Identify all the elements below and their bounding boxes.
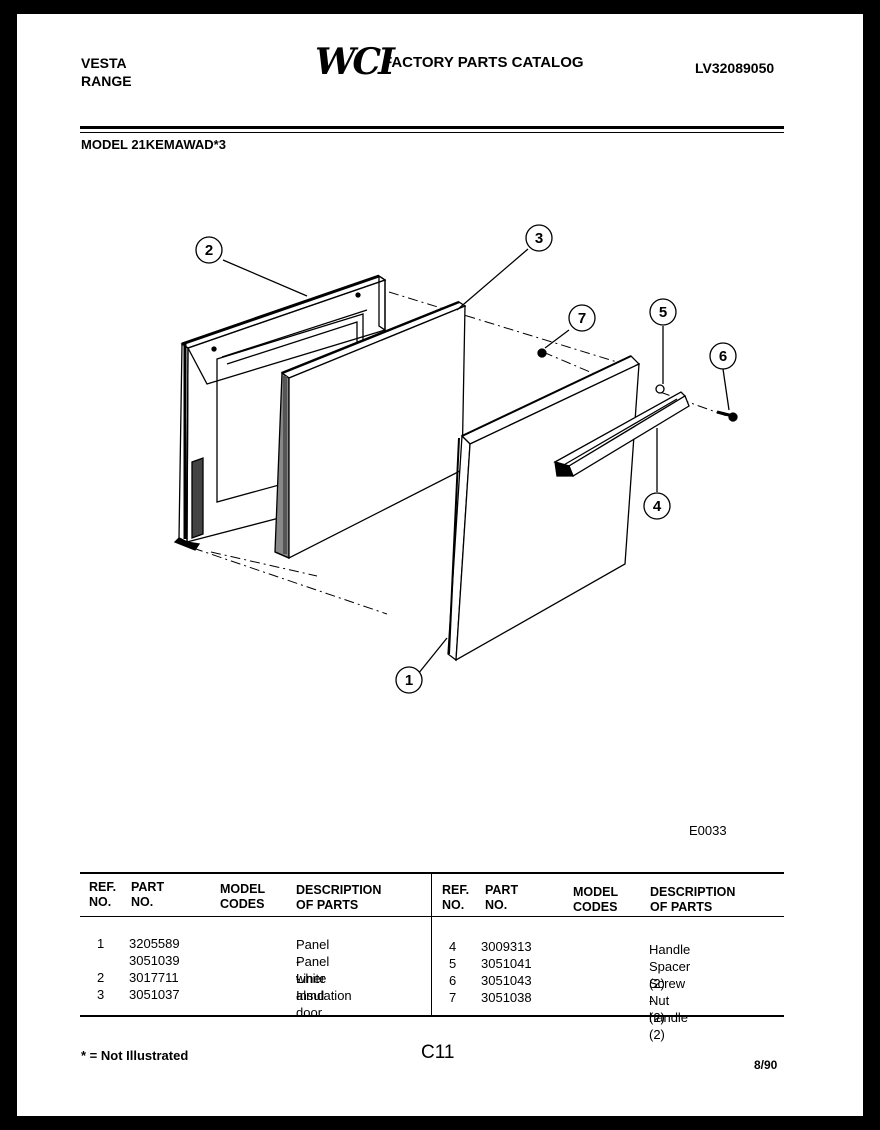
- not-illustrated-note: * = Not Illustrated: [81, 1048, 189, 1063]
- callout-1-circle: [395, 666, 423, 694]
- table-cell-desc: Panel - almd: [296, 954, 330, 1003]
- table-cell-desc: Panel - white: [296, 937, 330, 986]
- table-cell-desc: Nut (2): [649, 993, 670, 1025]
- table-cell-ref: 2: [97, 970, 105, 985]
- table-cell-desc: Spacer (2): [649, 959, 691, 991]
- header-ref-no-left: REF. NO.: [89, 880, 117, 909]
- callout-5-circle: [649, 298, 677, 326]
- table-bottom-rule: [80, 1015, 784, 1017]
- insulation-drawing: [274, 300, 467, 560]
- header-part-no-left: PART NO.: [131, 880, 165, 909]
- table-cell-part: 3017711: [129, 970, 179, 985]
- wci-logo: WCI: [315, 41, 395, 83]
- header-description-right: DESCRIPTION OF PARTS: [650, 885, 736, 914]
- page-code: C11: [421, 1042, 455, 1063]
- catalog-title: FACTORY PARTS CATALOG: [383, 54, 584, 71]
- handle-drawing: [553, 391, 690, 477]
- callout-7-circle: [568, 304, 596, 332]
- table-header-rule: [80, 916, 784, 917]
- table-cell-desc: Screw - handle (2): [649, 976, 689, 1042]
- table-divider: [431, 872, 432, 1016]
- table-cell-part: 3051038: [481, 990, 532, 1005]
- catalog-number: LV32089050: [695, 60, 775, 76]
- print-date: 8/90: [754, 1058, 778, 1072]
- table-cell-desc: Insulation: [296, 988, 352, 1003]
- callout-5-label: 5: [659, 304, 667, 321]
- table-cell-ref: 5: [449, 956, 457, 971]
- table-cell-part: 3009313: [481, 939, 532, 954]
- table-cell-part: 3205589: [129, 936, 180, 951]
- exploded-door-diagram: 2 3 7 5 6 4 1: [173, 224, 738, 694]
- catalog-page: VESTA RANGE WCI FACTORY PARTS CATALOG LV…: [17, 14, 863, 1116]
- spacer-drawing: [655, 384, 665, 394]
- callout-6-label: 6: [719, 348, 727, 365]
- brand-line-2: RANGE: [81, 73, 132, 89]
- table-cell-part: 3051041: [481, 956, 532, 971]
- table-cell-desc: Liner - door: [296, 971, 325, 1020]
- brand-line-1: VESTA: [81, 55, 127, 71]
- table-top-rule: [80, 872, 784, 874]
- callout-2-circle: [195, 236, 223, 264]
- table-cell-desc: Handle: [649, 942, 691, 957]
- header-description-left: DESCRIPTION OF PARTS: [296, 883, 382, 912]
- table-cell-ref: 7: [449, 990, 457, 1005]
- callout-1-label: 1: [405, 672, 413, 689]
- header-model-codes-right: MODEL CODES: [573, 885, 619, 914]
- table-cell-ref: 1: [97, 936, 105, 951]
- table-cell-part: 3051039: [129, 953, 180, 968]
- callout-3-label: 3: [535, 230, 543, 247]
- callout-7-label: 7: [578, 310, 586, 327]
- screw-drawing: [716, 410, 738, 422]
- header-part-no-right: PART NO.: [485, 883, 519, 912]
- header-rule-thin: [80, 132, 784, 133]
- callout-2-label: 2: [205, 242, 213, 259]
- table-cell-ref: 4: [449, 939, 457, 954]
- nut-drawing: [537, 348, 547, 358]
- header-model-codes-left: MODEL CODES: [220, 882, 266, 911]
- callout-4-label: 4: [653, 498, 662, 515]
- table-cell-ref: 3: [97, 987, 105, 1002]
- figure-code: E0033: [689, 823, 727, 838]
- outer-panel-drawing: [447, 355, 641, 662]
- callout-6-circle: [709, 342, 737, 370]
- callout-4-circle: [643, 492, 671, 520]
- table-cell-part: 3051043: [481, 973, 532, 988]
- callout-3-circle: [525, 224, 553, 252]
- header-rule-thick: [80, 126, 784, 129]
- table-cell-part: 3051037: [129, 987, 180, 1002]
- table-cell-ref: 6: [449, 973, 457, 988]
- header-ref-no-right: REF. NO.: [442, 883, 470, 912]
- model-number: MODEL 21KEMAWAD*3: [81, 137, 226, 152]
